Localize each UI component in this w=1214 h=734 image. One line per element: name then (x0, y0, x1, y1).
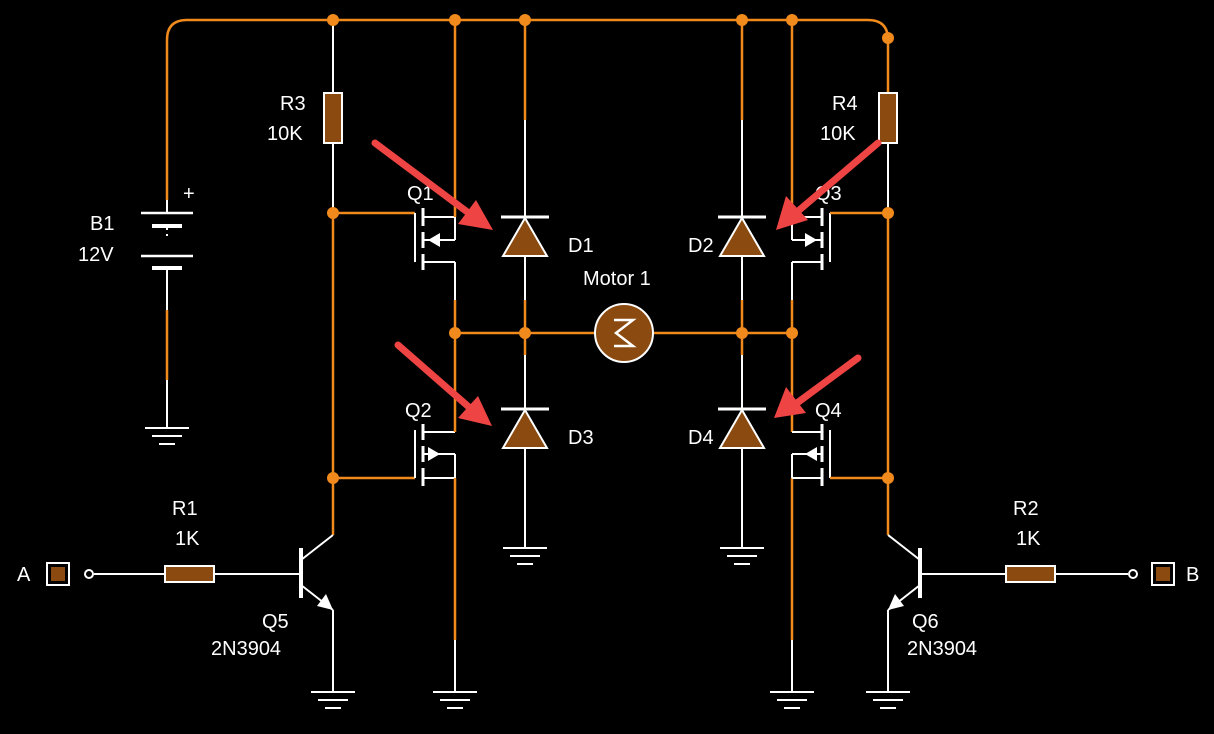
q5-part-label: 2N3904 (211, 638, 281, 660)
d3-name-label: D3 (568, 427, 594, 449)
input-a-terminal[interactable]: A (17, 562, 70, 586)
ground-q4 (770, 691, 814, 709)
motor-name-label: Motor 1 (583, 268, 651, 290)
q6-name-label: Q6 (912, 611, 939, 633)
ground-d4 (720, 547, 764, 565)
left-gate-wiring (331, 20, 415, 535)
transistor-q6[interactable]: Q6 2N3904 (887, 534, 977, 692)
ground-q5 (311, 691, 355, 709)
r4-value-label: 10K (820, 123, 856, 145)
resistor-r3[interactable]: R3 10K (267, 92, 343, 145)
diode-d4[interactable]: D4 (688, 407, 766, 449)
annotation-arrow-d2 (776, 139, 882, 230)
input-a-wiring (84, 569, 301, 579)
ground-q2 (433, 691, 477, 709)
ground-q6 (866, 691, 910, 709)
q6-part-label: 2N3904 (907, 638, 977, 660)
ground-d3 (503, 547, 547, 565)
transistor-q5[interactable]: Q5 2N3904 (211, 534, 334, 692)
ground-battery (145, 427, 189, 445)
r3-value-label: 10K (267, 123, 303, 145)
r2-value-label: 1K (1016, 528, 1041, 550)
d1-name-label: D1 (568, 235, 594, 257)
diode-d1[interactable]: D1 (501, 215, 594, 257)
q2-name-label: Q2 (405, 400, 432, 422)
r1-name-label: R1 (172, 498, 198, 520)
r2-name-label: R2 (1013, 498, 1039, 520)
battery-plus-label: + (183, 183, 195, 205)
battery-name-label: B1 (90, 213, 114, 235)
motor-1[interactable]: Motor 1 (583, 268, 654, 363)
input-b-label: B (1186, 564, 1199, 586)
mosfet-q4[interactable]: Q4 (792, 400, 842, 486)
d2-name-label: D2 (688, 235, 714, 257)
mosfet-q2[interactable]: Q2 (405, 400, 455, 486)
mosfet-q1[interactable]: Q1 (407, 183, 455, 270)
annotation-arrow-d4 (774, 354, 862, 418)
resistor-r4[interactable]: R4 10K (820, 92, 898, 145)
annotation-arrow-d1 (371, 139, 493, 230)
battery-value-label: 12V (78, 244, 114, 266)
r3-name-label: R3 (280, 93, 306, 115)
input-b-wiring (920, 569, 1138, 579)
annotation-arrow-d3 (394, 341, 492, 426)
resistor-r1[interactable]: R1 1K (164, 498, 215, 583)
resistor-r2[interactable]: R2 1K (1005, 498, 1056, 583)
input-b-terminal[interactable]: B (1151, 562, 1199, 586)
diode-d3[interactable]: D3 (501, 407, 594, 449)
r1-value-label: 1K (175, 528, 200, 550)
r4-name-label: R4 (832, 93, 858, 115)
q5-name-label: Q5 (262, 611, 289, 633)
battery-b1[interactable]: + B1 12V (78, 183, 195, 428)
top-power-rail (165, 18, 890, 200)
d4-name-label: D4 (688, 427, 714, 449)
junction-dots (327, 14, 894, 484)
input-a-label: A (17, 564, 31, 586)
q1-name-label: Q1 (407, 183, 434, 205)
diode-d2[interactable]: D2 (688, 215, 766, 257)
q4-name-label: Q4 (815, 400, 842, 422)
